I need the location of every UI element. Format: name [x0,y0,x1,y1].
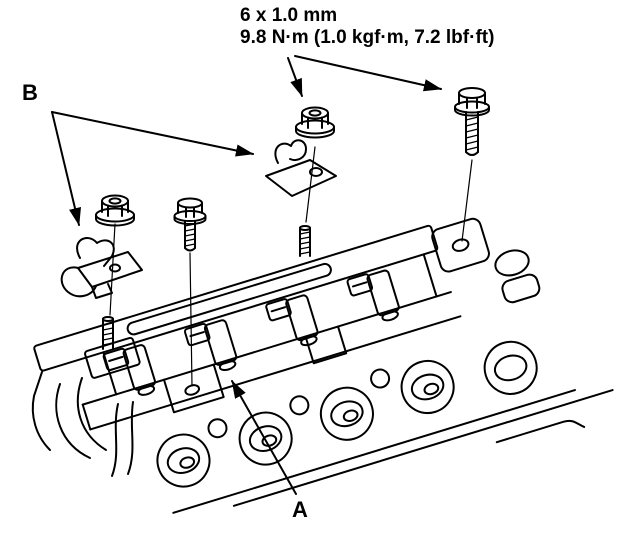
assembly-leader-lines [109,146,473,387]
cylinder-head-edges [172,389,614,514]
flange-bolt-right [454,87,490,156]
a-arrow-to-rail [231,380,297,495]
fuel-rail [33,224,462,431]
flange-nut-center [295,106,335,139]
flange-bolt-center [173,197,207,252]
rail-end-boss [431,217,541,304]
callout-label-b: B [22,80,38,105]
rail-bolt-hole [184,384,201,396]
callout-label-a: A [292,497,308,522]
bolt-size-text: 6 x 1.0 mm [240,5,338,26]
spec-arrow-to-nut [287,57,303,97]
b-arrow-to-clamp [51,111,81,226]
hoses-left [31,371,134,477]
fuel-injectors [102,269,400,396]
harness-clamp [60,237,143,299]
flange-nut-left [95,194,135,227]
harness-bracket [265,139,337,197]
mounting-stud-left [102,316,114,350]
spark-plug-towers [156,340,538,488]
torque-value-text: 9.8 N·m (1.0 kgf·m, 7.2 lbf·ft) [240,27,495,48]
engine-assembly [33,217,614,514]
mounting-stud-center [299,225,311,257]
b-arrow-to-bracket [51,111,254,157]
torque-spec-callout: 6 x 1.0 mm 9.8 N·m (1.0 kgf·m, 7.2 lbf·f… [240,5,494,49]
spec-arrow-to-bolt [294,55,442,92]
callout-arrows [51,55,442,495]
